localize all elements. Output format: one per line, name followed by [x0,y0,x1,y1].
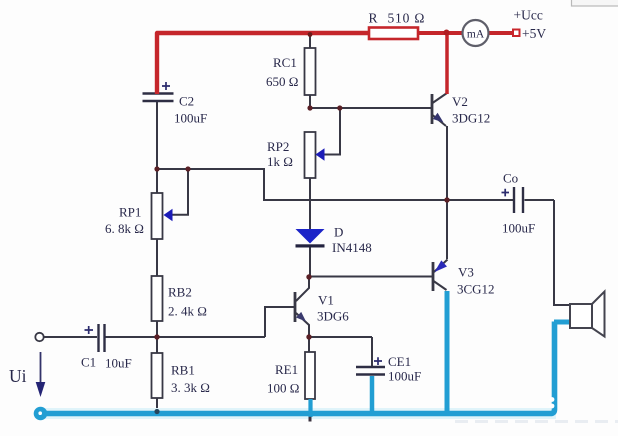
svg-text:3DG12: 3DG12 [452,111,490,126]
svg-text:V1: V1 [318,293,334,308]
svg-text:V2: V2 [452,94,468,109]
svg-text:R: R [369,11,378,26]
svg-text:3CG12: 3CG12 [457,282,495,297]
svg-text:1k Ω: 1k Ω [267,154,293,169]
svg-text:100uF: 100uF [388,369,421,384]
svg-text:V3: V3 [458,265,474,280]
svg-text:100 Ω: 100 Ω [267,381,299,396]
svg-text:CE1: CE1 [388,354,411,369]
svg-text:Co: Co [503,171,518,186]
svg-text:Ui: Ui [9,366,27,386]
svg-text:D: D [334,225,343,240]
svg-text:+Ucc: +Ucc [514,8,543,23]
svg-text:100uF: 100uF [174,111,207,126]
svg-text:IN4148: IN4148 [332,240,372,255]
svg-text:2. 4k Ω: 2. 4k Ω [168,304,207,319]
svg-text:100uF: 100uF [502,221,535,236]
svg-text:mA: mA [467,29,485,41]
svg-text:510 Ω: 510 Ω [388,11,426,26]
svg-text:6. 8k Ω: 6. 8k Ω [105,221,144,236]
svg-text:3. 3k Ω: 3. 3k Ω [171,380,210,395]
svg-text:3DG6: 3DG6 [317,309,349,324]
svg-text:RP1: RP1 [119,205,141,220]
svg-text:RP2: RP2 [267,139,289,154]
svg-text:RC1: RC1 [273,55,297,70]
svg-text:+5V: +5V [522,26,546,41]
svg-text:RE1: RE1 [275,362,298,377]
svg-text:650 Ω: 650 Ω [266,74,298,89]
svg-text:RB2: RB2 [168,285,192,300]
svg-text:C1: C1 [81,355,96,370]
svg-text:C2: C2 [179,94,194,109]
svg-text:RB1: RB1 [171,363,195,378]
svg-text:10uF: 10uF [105,356,132,371]
